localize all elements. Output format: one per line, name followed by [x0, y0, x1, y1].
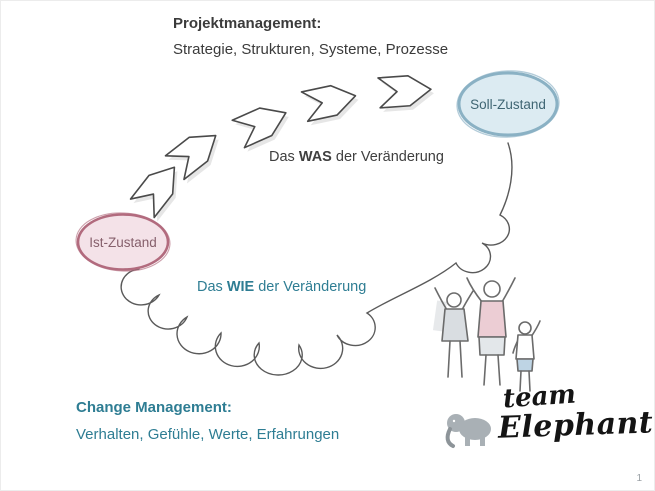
ist-zustand-ellipse [75, 212, 171, 272]
footer: Change Management: Verhalten, Gefühle, W… [76, 399, 339, 443]
header-title: Projektmanagement: [173, 15, 322, 32]
wie-label-bold: WIE [226, 279, 255, 295]
footer-title: Change Management: [76, 399, 232, 416]
page-number: 1 [636, 473, 642, 484]
wie-label-post: der Veränderung [254, 279, 367, 295]
soll-zustand-ellipse [456, 70, 560, 138]
header: Projektmanagement: Strategie, Strukturen… [173, 15, 448, 58]
ist-zustand-badge: Ist-Zustand [89, 235, 157, 250]
wie-label: Das WIE der Veränderung [197, 279, 366, 295]
footer-subtitle: Verhalten, Gefühle, Werte, Erfahrungen [76, 426, 340, 443]
elephant-icon [445, 414, 491, 448]
wie-label-pre: Das [197, 279, 227, 295]
was-label-bold: WAS [298, 149, 332, 165]
change-spiral-icon [120, 142, 513, 376]
header-subtitle: Strategie, Strukturen, Systeme, Prozesse [173, 41, 449, 58]
was-label: Das WAS der Veränderung [269, 149, 444, 165]
people-sketch-icon [432, 277, 541, 392]
was-label-post: der Veränderung [331, 149, 444, 165]
was-label-pre: Das [269, 149, 299, 165]
logo-text-elephant: Elephant [497, 405, 654, 446]
soll-zustand-badge: Soll-Zustand [470, 96, 546, 112]
